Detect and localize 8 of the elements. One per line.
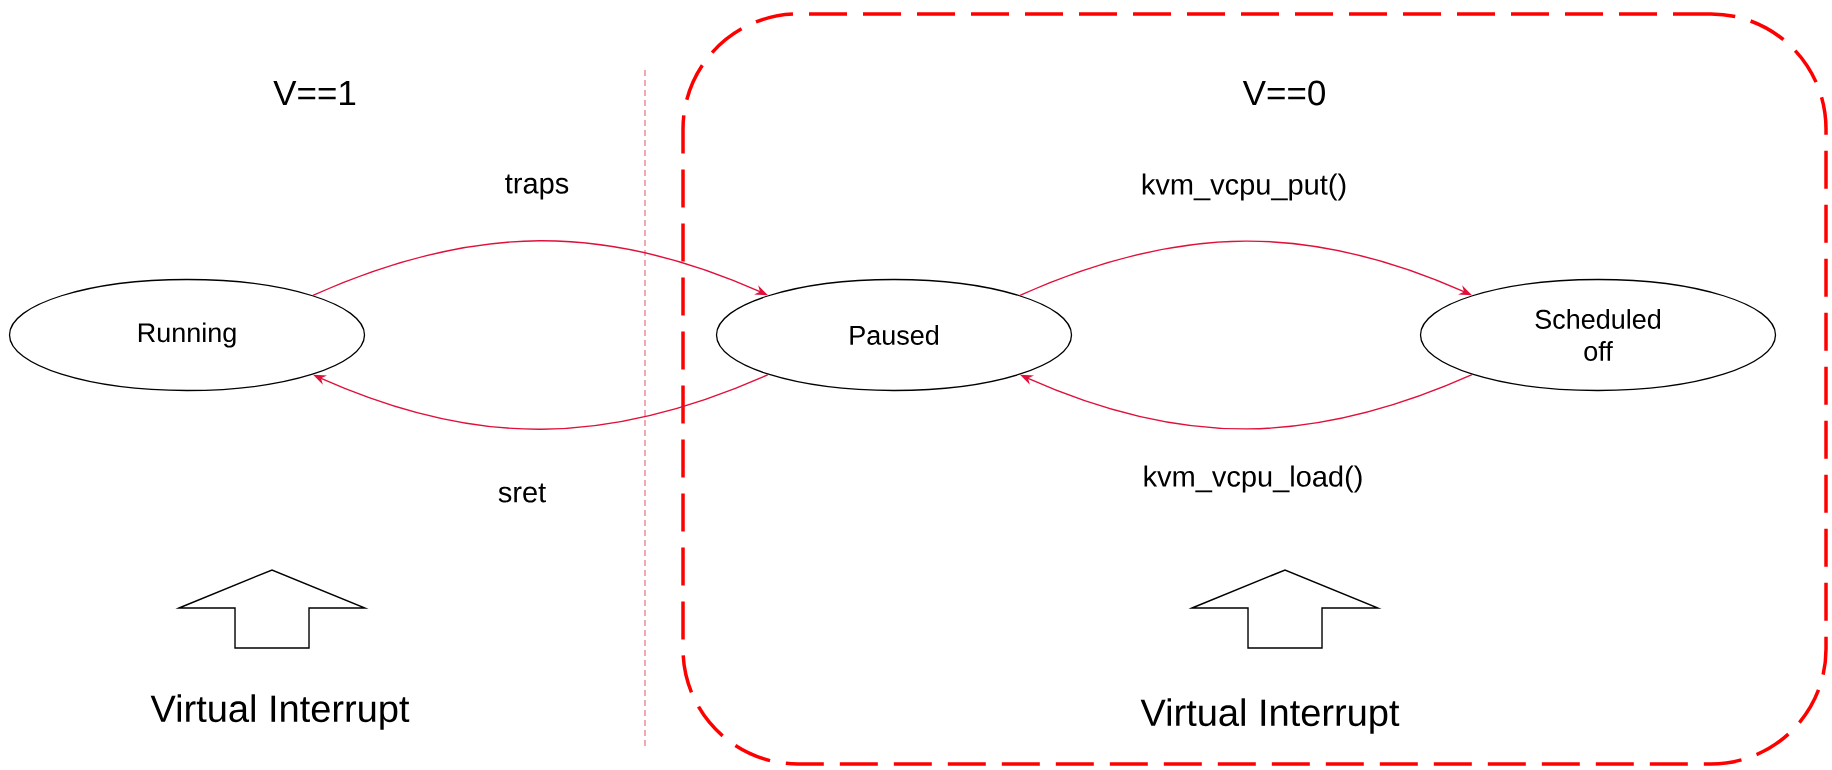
edge-label: kvm_vcpu_load() — [1144, 465, 1362, 493]
edge-label: traps — [505, 174, 569, 200]
edge-label: kvm_vcpu_put() — [1142, 173, 1346, 201]
region-label: V==0 — [1242, 80, 1325, 106]
edge-label: sret — [498, 483, 546, 503]
caption: Virtual Interrupt — [1140, 698, 1400, 734]
level-label: V==1 — [273, 80, 356, 106]
caption: Virtual Interrupt — [150, 694, 410, 730]
